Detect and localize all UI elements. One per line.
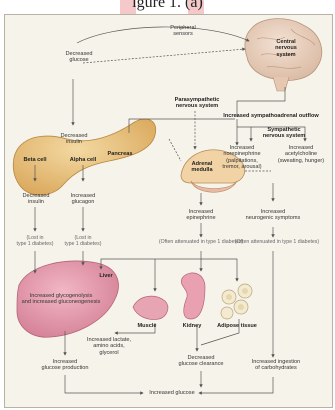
increased-glucagon-label: Increased glucagon	[65, 193, 101, 206]
pancreas-label: Pancreas	[103, 151, 137, 157]
peripheral-sensors-label: Peripheral sensors	[161, 25, 205, 38]
carbohydrate-ingestion-label: Increased ingestion of carbohydrates	[243, 359, 309, 372]
figure-caption: igure 1. (a)	[0, 0, 335, 12]
liver-label: Liver	[97, 273, 115, 279]
muscle-label: Muscle	[133, 323, 161, 329]
parasympathetic-label: Parasympathetic nervous system	[171, 97, 223, 110]
norepinephrine-label: Increased norepinephrine (palpitations, …	[215, 145, 269, 171]
often-attenuated-note-b: (Often attenuated in type 1 diabetes)	[227, 239, 327, 245]
glucose-clearance-label: Decreased glucose clearance	[167, 355, 235, 368]
lactate-label: Increased lactate, amino acids, glycerol	[85, 337, 133, 356]
lost-type1-note-b: (Lost in type 1 diabetes)	[63, 235, 103, 248]
lost-type1-note-a: (Lost in type 1 diabetes)	[15, 235, 55, 248]
beta-cell-label: Beta cell	[19, 157, 51, 163]
cns-label: Central nervous system	[257, 39, 315, 58]
adipose-tissue-label: Adipose tissue	[213, 323, 261, 329]
diagram-panel: Peripheral sensors Central nervous syste…	[4, 14, 333, 408]
alpha-cell-label: Alpha cell	[65, 157, 101, 163]
figure-caption-strip: igure 1. (a)	[0, 0, 335, 14]
decreased-insulin-top-label: Decreased insulin	[57, 133, 91, 146]
adrenal-medulla-label: Adrenal medulla	[189, 161, 215, 174]
sympathoadrenal-outflow-label: Increased sympathoadrenal outflow	[219, 113, 323, 119]
muscle-icon	[133, 296, 168, 319]
increased-epinephrine-label: Increased epinephrine	[181, 209, 221, 222]
kidney-label: Kidney	[179, 323, 205, 329]
decreased-insulin-label: Decreased insulin	[19, 193, 53, 206]
acetylcholine-label: Increased acetylcholine (sweating, hunge…	[277, 145, 325, 164]
decreased-glucose-label: Decreased glucose	[59, 51, 99, 64]
increased-glucose-label: Increased glucose	[145, 390, 199, 396]
glucose-production-label: Increased glucose production	[27, 359, 103, 372]
kidney-icon	[181, 273, 205, 319]
adipose-tissue-icon	[221, 284, 252, 319]
glycogenolysis-label: Increased glycogenolysis and increased g…	[19, 293, 103, 306]
neurogenic-symptoms-label: Increased neurogenic symptoms	[241, 209, 305, 222]
sympathetic-system-label: Sympathetic nervous system	[257, 127, 311, 140]
